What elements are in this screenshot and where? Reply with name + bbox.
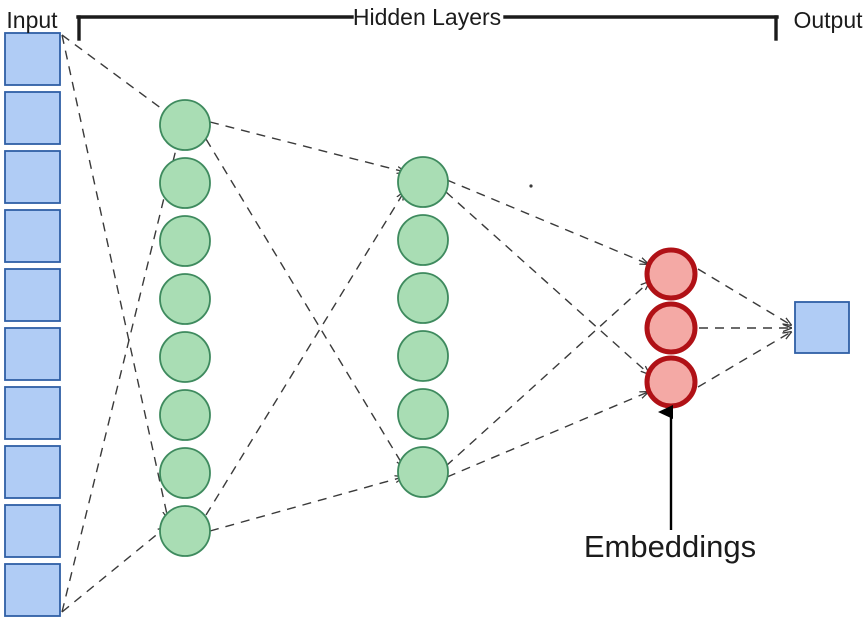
input-node[interactable] [4, 91, 61, 145]
input-node[interactable] [4, 209, 61, 263]
hidden2-node[interactable] [397, 446, 449, 498]
label-input: Input [6, 7, 58, 33]
label-output: Output [793, 7, 863, 33]
edge-h1-top-to-h2-top [209, 121, 405, 172]
edges-hidden2-to-embeddings [445, 179, 649, 478]
hidden1-node[interactable] [159, 273, 211, 325]
hidden1-node[interactable] [159, 215, 211, 267]
input-node[interactable] [4, 563, 61, 617]
edge-in-top-to-h1-top [61, 129, 181, 613]
hidden1-node[interactable] [159, 389, 211, 441]
layer-input [4, 32, 61, 617]
edge-in-bot-to-h1-bot [61, 527, 166, 613]
label-embeddings: Embeddings [584, 529, 756, 564]
hidden2-node[interactable] [397, 272, 449, 324]
layer-hidden-1 [159, 99, 211, 557]
layer-embeddings [644, 247, 698, 409]
hidden2-node[interactable] [397, 330, 449, 382]
edge-h1-top-to-h2-bot [205, 138, 404, 467]
label-hidden-layers: Hidden Layers [353, 4, 501, 30]
hidden1-node[interactable] [159, 505, 211, 557]
hidden-layers-bracket [76, 15, 779, 41]
hidden1-node[interactable] [159, 157, 211, 209]
output-node[interactable] [794, 301, 850, 354]
edge-emb-top-to-output [697, 268, 791, 325]
hidden2-node[interactable] [397, 214, 449, 266]
edge-h1-bot-to-h2-top [205, 192, 404, 516]
edge-h2-top-to-emb-bot [445, 191, 649, 374]
input-node[interactable] [4, 32, 61, 86]
hidden2-node[interactable] [397, 388, 449, 440]
input-node[interactable] [4, 150, 61, 204]
edge-h2-top-to-emb-top [446, 179, 648, 264]
input-node[interactable] [4, 327, 61, 381]
input-node[interactable] [4, 268, 61, 322]
input-node[interactable] [4, 386, 61, 440]
hidden2-node[interactable] [397, 156, 449, 208]
embedding-node[interactable] [644, 301, 698, 355]
edges-hidden1-to-hidden2 [205, 121, 405, 532]
edge-in-bot-to-h1-top [61, 34, 181, 123]
input-node[interactable] [4, 504, 61, 558]
embedding-node[interactable] [644, 355, 698, 409]
stray-dot [529, 184, 533, 188]
edges-input-to-hidden1 [61, 34, 181, 613]
input-node[interactable] [4, 445, 61, 499]
layer-output [794, 301, 850, 354]
edge-h2-bot-to-emb-bot [446, 392, 648, 478]
edge-h1-bot-to-h2-bot [209, 477, 403, 532]
hidden1-node[interactable] [159, 99, 211, 151]
edge-h2-bot-to-emb-top [445, 282, 649, 467]
embedding-node[interactable] [644, 247, 698, 301]
edge-in-top-to-h1-bot [61, 34, 168, 519]
hidden1-node[interactable] [159, 447, 211, 499]
edges-embeddings-to-output [697, 268, 791, 388]
layer-hidden-2 [397, 156, 449, 498]
hidden1-node[interactable] [159, 331, 211, 383]
edge-emb-bot-to-output [697, 332, 791, 388]
